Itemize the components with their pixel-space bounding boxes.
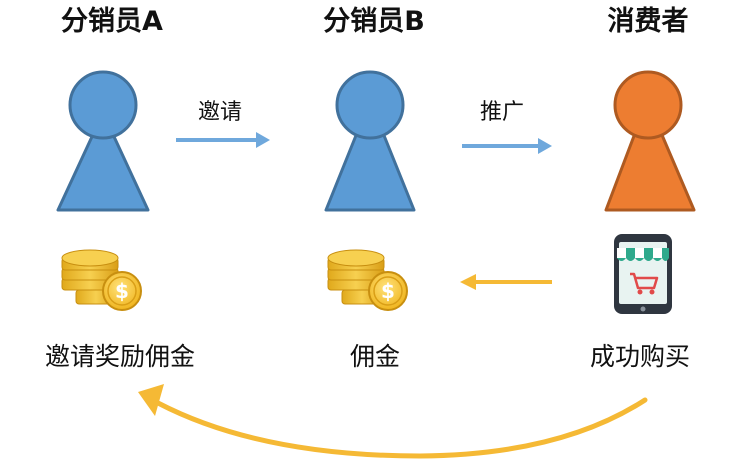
promote-label: 推广 [479, 100, 524, 125]
invite-label: 邀请 [197, 100, 242, 125]
role-title-consumer: 消费者 [607, 6, 689, 37]
role-title-b: 分销员B [323, 6, 425, 37]
invite-arrow [176, 132, 270, 148]
consumer-icon [604, 70, 696, 212]
person-a-icon [56, 70, 150, 212]
person-b-icon [324, 70, 416, 212]
coin-stack-icon: $ [61, 249, 142, 311]
coin-stack-icon: $ [327, 249, 408, 311]
commission-arrow [460, 274, 552, 290]
reward-curve-arrow [138, 384, 648, 459]
invite-reward-caption: 邀请奖励佣金 [44, 342, 195, 371]
svg-text:$: $ [115, 279, 129, 303]
purchase-caption: 成功购买 [589, 342, 690, 371]
commission-caption: 佣金 [349, 342, 400, 371]
shopping-phone-icon [614, 234, 672, 314]
promote-arrow [462, 138, 552, 154]
svg-text:$: $ [381, 279, 395, 303]
role-title-a: 分销员A [61, 6, 163, 37]
